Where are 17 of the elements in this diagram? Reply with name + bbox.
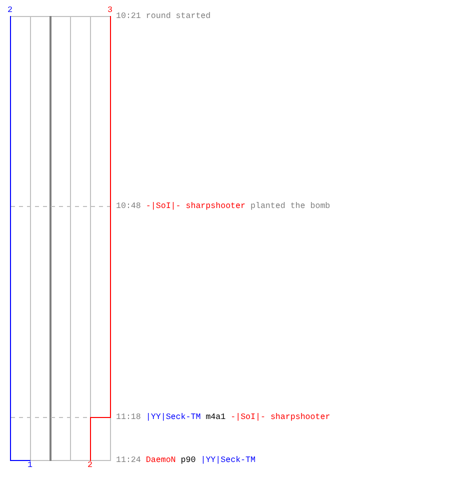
timestamp: 10:48	[116, 202, 141, 212]
player-count: 1	[28, 462, 32, 470]
player-count: 2	[8, 7, 12, 15]
timestamp: 11:18	[116, 413, 141, 423]
player-count: 3	[108, 7, 112, 15]
weapon-name: m4a1	[206, 413, 226, 423]
player-count: 2	[88, 462, 92, 470]
player-name: -|SoI|- sharpshooter	[230, 413, 330, 423]
player-name: |YY|Seck-TM	[200, 456, 256, 466]
player-name: |YY|Seck-TM	[146, 413, 201, 423]
event-text: round started	[146, 12, 211, 22]
event-text: planted the bomb	[250, 202, 330, 212]
timestamp: 10:21	[116, 12, 141, 22]
timestamp: 11:24	[116, 456, 141, 466]
weapon-name: p90	[180, 456, 196, 466]
player-name: DaemoN	[146, 456, 176, 466]
player-name: -|SoI|- sharpshooter	[146, 202, 246, 212]
